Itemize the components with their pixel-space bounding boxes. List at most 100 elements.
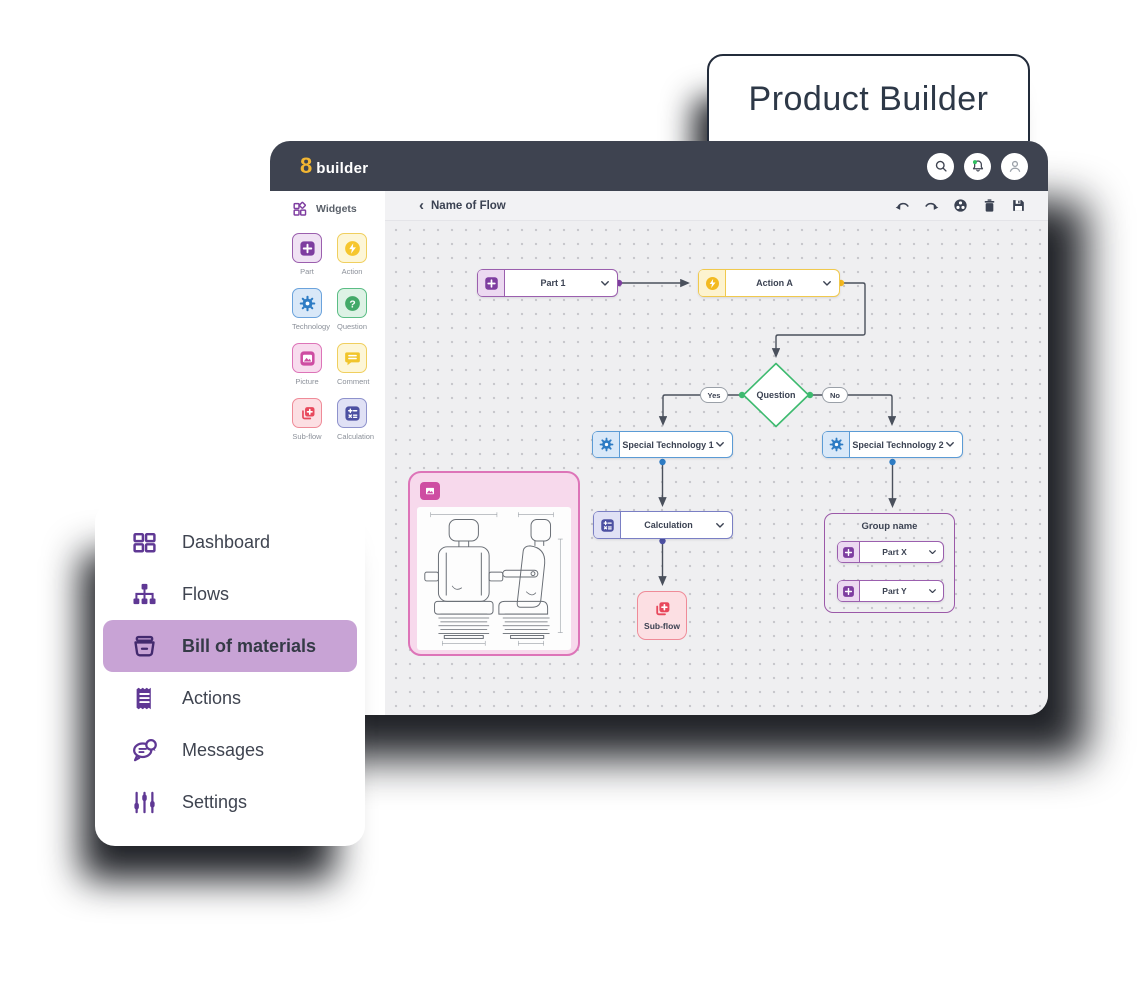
widget-technology-tile[interactable] — [292, 288, 322, 318]
menu-item-dashboard-label: Dashboard — [182, 531, 271, 552]
widget-technology[interactable]: Technology — [292, 288, 330, 331]
comment-icon — [344, 350, 361, 367]
messages-icon — [131, 737, 158, 764]
canvas-toolbar: ‹ Name of Flow — [385, 191, 1048, 221]
notifications-button[interactable] — [964, 152, 991, 180]
widgets-title: Widgets — [316, 203, 357, 215]
menu-item-settings-label: Settings — [182, 791, 248, 812]
widgets-icon — [292, 201, 308, 217]
toolbar-icons — [895, 198, 1026, 213]
node-question[interactable]: Question — [742, 362, 810, 428]
settings-icon — [131, 789, 158, 816]
save-icon[interactable] — [1011, 198, 1026, 213]
widget-subflow-label: Sub-flow — [292, 432, 322, 441]
widget-calculation-tile[interactable] — [337, 398, 367, 428]
widget-part[interactable]: Part — [292, 233, 322, 276]
logo-text: builder — [316, 160, 369, 177]
widget-action[interactable]: Action — [337, 233, 367, 276]
node-sub-flow[interactable]: Sub-flow — [637, 591, 687, 640]
node-picture[interactable] — [408, 471, 580, 656]
bill-of-materials-icon — [131, 633, 158, 660]
menu-item-actions[interactable]: Actions — [103, 672, 357, 724]
node-special-technology-1[interactable]: Special Technology 1 — [592, 431, 733, 458]
search-button[interactable] — [927, 152, 954, 180]
widget-part-tile[interactable] — [292, 233, 322, 263]
node-calculation-label: Calculation — [644, 520, 693, 530]
node-group[interactable]: Group name Part X Part Y — [824, 513, 955, 613]
node-part-x[interactable]: Part X — [837, 541, 944, 563]
menu-item-messages-label: Messages — [182, 739, 265, 760]
assets-wheel-icon[interactable] — [953, 198, 968, 213]
widget-question-tile[interactable] — [337, 288, 367, 318]
menu-item-messages[interactable]: Messages — [103, 724, 357, 776]
notifications-icon — [970, 158, 986, 174]
menu-item-flows[interactable]: Flows — [103, 568, 357, 620]
widget-part-label: Part — [300, 267, 314, 276]
widget-picture[interactable]: Picture — [292, 343, 322, 386]
calculation-icon — [594, 512, 621, 538]
product-builder-title: Product Builder — [748, 80, 989, 118]
chevron-down-icon[interactable] — [716, 432, 732, 457]
logo-mark: 8 — [300, 153, 313, 178]
node-part-y-label: Part Y — [882, 586, 907, 596]
flow-breadcrumb[interactable]: ‹ Name of Flow — [419, 198, 506, 213]
widget-technology-label: Technology — [292, 322, 330, 331]
chevron-down-icon[interactable] — [929, 542, 943, 562]
calculation-icon — [344, 405, 361, 422]
flow-name-label: Name of Flow — [431, 199, 506, 212]
chevron-down-icon[interactable] — [946, 432, 962, 457]
part-icon — [299, 240, 316, 257]
canvas-area: ‹ Name of Flow — [385, 191, 1048, 715]
user-button[interactable] — [1001, 152, 1028, 180]
node-part1-label: Part 1 — [540, 278, 566, 288]
part-icon — [478, 270, 505, 296]
node-special-technology-2[interactable]: Special Technology 2 — [822, 431, 963, 458]
actions-icon — [131, 685, 158, 712]
widget-question-label: Question — [337, 322, 368, 331]
node-part1[interactable]: Part 1 — [477, 269, 618, 297]
action-icon — [344, 240, 361, 257]
widget-action-tile[interactable] — [337, 233, 367, 263]
widget-subflow-tile[interactable] — [292, 398, 322, 428]
nav-menu-card: Dashboard Flows Bill of materials Action… — [95, 502, 365, 846]
window-body: Widgets Part Action — [270, 191, 1048, 715]
menu-item-bill-of-materials[interactable]: Bill of materials — [103, 620, 357, 672]
delete-icon[interactable] — [982, 198, 997, 213]
technology-icon — [299, 295, 316, 312]
flow-canvas[interactable]: Part 1 Action A Question — [385, 221, 1048, 715]
question-diamond-shape — [742, 362, 810, 428]
chevron-down-icon[interactable] — [716, 512, 732, 538]
widget-comment[interactable]: Comment — [337, 343, 370, 386]
chevron-down-icon[interactable] — [929, 581, 943, 601]
widget-question[interactable]: Question — [337, 288, 367, 331]
node-part-x-label: Part X — [882, 547, 907, 557]
chevron-down-icon[interactable] — [601, 270, 617, 296]
action-icon — [699, 270, 726, 296]
header-actions — [927, 152, 1028, 180]
flow-connectors — [615, 278, 897, 586]
node-part-y[interactable]: Part Y — [837, 580, 944, 602]
widget-subflow[interactable]: Sub-flow — [292, 398, 322, 441]
picture-icon — [420, 482, 440, 500]
back-chevron-icon[interactable]: ‹ — [419, 197, 424, 214]
widgets-header: Widgets — [292, 201, 385, 217]
widgets-grid: Part Action Technology — [292, 233, 385, 441]
menu-item-settings[interactable]: Settings — [103, 776, 357, 828]
question-icon — [344, 295, 361, 312]
chevron-down-icon[interactable] — [823, 270, 839, 296]
menu-item-dashboard[interactable]: Dashboard — [103, 516, 357, 568]
node-action-a[interactable]: Action A — [698, 269, 840, 297]
widget-picture-tile[interactable] — [292, 343, 322, 373]
redo-icon[interactable] — [924, 198, 939, 213]
user-icon — [1007, 158, 1023, 174]
undo-icon[interactable] — [895, 198, 910, 213]
node-calculation[interactable]: Calculation — [593, 511, 733, 539]
edge-label-no: No — [822, 387, 848, 403]
part-icon — [838, 581, 860, 601]
app-header: 8 builder — [270, 141, 1048, 191]
part-icon — [838, 542, 860, 562]
node-special-technology-2-label: Special Technology 2 — [852, 439, 944, 450]
node-special-technology-1-label: Special Technology 1 — [622, 439, 714, 450]
widget-calculation[interactable]: Calculation — [337, 398, 374, 441]
widget-comment-tile[interactable] — [337, 343, 367, 373]
